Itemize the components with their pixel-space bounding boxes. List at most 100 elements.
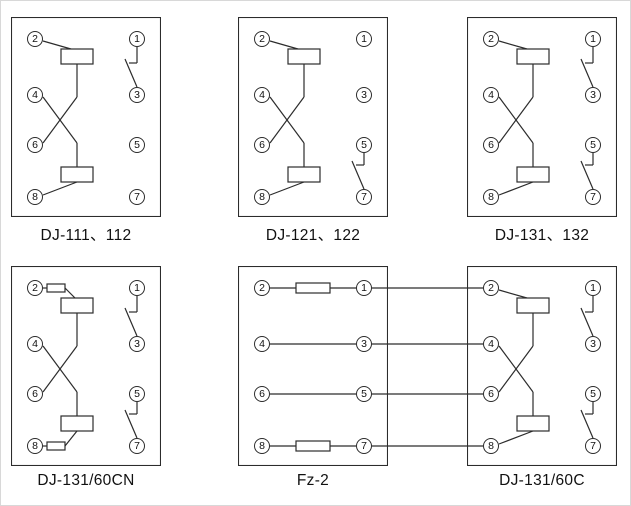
diagram-caption: DJ-131/60C	[499, 472, 585, 489]
resistor-rect	[295, 282, 331, 294]
terminal-6: 6	[27, 137, 43, 153]
terminal-2: 2	[483, 31, 499, 47]
diagram-fz-2: 2 4 6 8 1 3 5 7 Fz-2	[238, 266, 388, 498]
coil-rect	[516, 297, 550, 314]
no-contact-5-7	[124, 402, 138, 439]
resistor-rect	[46, 283, 66, 293]
terminal-8: 8	[254, 189, 270, 205]
diagram-caption: DJ-121、122	[265, 227, 361, 244]
diagram-dj-121-122: 2 4 6 8 1 3 5 7 DJ-121、122	[238, 17, 388, 249]
wiring-graphic	[467, 266, 617, 466]
relay-box	[467, 266, 617, 466]
terminal-5: 5	[356, 386, 372, 402]
terminal-1: 1	[585, 280, 601, 296]
terminal-5: 5	[129, 137, 145, 153]
terminal-5: 5	[585, 137, 601, 153]
coil-rect	[287, 166, 321, 183]
terminal-4: 4	[483, 87, 499, 103]
terminal-3: 3	[129, 336, 145, 352]
terminal-4: 4	[254, 87, 270, 103]
diagram-caption: DJ-131、132	[494, 227, 590, 244]
no-contact-1-3	[124, 47, 138, 88]
terminal-6: 6	[483, 386, 499, 402]
coil-circuit	[498, 40, 550, 196]
relay-box	[467, 17, 617, 217]
wiring-graphic	[238, 266, 388, 466]
terminal-4: 4	[254, 336, 270, 352]
terminal-7: 7	[129, 438, 145, 454]
relay-box	[11, 266, 161, 466]
terminal-2: 2	[483, 280, 499, 296]
terminal-1: 1	[585, 31, 601, 47]
wiring-graphic	[467, 17, 617, 217]
resistor-rect	[46, 441, 66, 451]
coil-rect	[60, 415, 94, 432]
terminal-7: 7	[356, 438, 372, 454]
wiring-graphic	[11, 17, 161, 217]
row-8-7-resistor	[270, 440, 356, 452]
terminal-7: 7	[585, 189, 601, 205]
terminal-3: 3	[585, 87, 601, 103]
coil-circuit-with-resistors	[42, 283, 94, 451]
terminal-7: 7	[129, 189, 145, 205]
coil-circuit	[498, 289, 550, 445]
no-contact-1-3	[124, 296, 138, 337]
diagram-dj-131-60cn: 2 4 6 8 1 3 5 7 DJ-131/60CN	[11, 266, 161, 498]
terminal-2: 2	[254, 280, 270, 296]
terminal-5: 5	[129, 386, 145, 402]
terminal-8: 8	[254, 438, 270, 454]
diagram-dj-131-60c: 2 4 6 8 1 3 5 7 DJ-131/60C	[467, 266, 617, 498]
terminal-8: 8	[483, 438, 499, 454]
terminal-8: 8	[27, 189, 43, 205]
terminal-1: 1	[129, 280, 145, 296]
diagram-caption: DJ-131/60CN	[37, 472, 135, 489]
fz2-to-dj-connection-wires	[372, 287, 483, 447]
coil-rect	[516, 48, 550, 65]
terminal-4: 4	[27, 87, 43, 103]
no-contact-5-7	[580, 402, 594, 439]
diagram-caption: DJ-111、112	[40, 227, 132, 244]
coil-rect	[60, 166, 94, 183]
enclosure-border	[238, 266, 388, 466]
terminal-1: 1	[129, 31, 145, 47]
resistor-rect	[295, 440, 331, 452]
wiring-graphic	[238, 17, 388, 217]
terminal-8: 8	[27, 438, 43, 454]
coil-circuit	[42, 40, 94, 196]
diagram-caption: Fz-2	[296, 472, 330, 489]
enclosure-border	[467, 266, 617, 466]
wiring-graphic	[11, 266, 161, 466]
coil-circuit	[269, 40, 321, 196]
enclosure-border	[238, 17, 388, 217]
no-contact-1-3	[580, 47, 594, 88]
flasher-box	[238, 266, 388, 466]
coil-rect	[287, 48, 321, 65]
terminal-3: 3	[356, 87, 372, 103]
enclosure-border	[11, 266, 161, 466]
diagram-dj-111-112: 2 4 6 8 1 3 5 7 DJ-111、112	[11, 17, 161, 249]
coil-rect	[60, 297, 94, 314]
terminal-6: 6	[254, 386, 270, 402]
terminal-4: 4	[483, 336, 499, 352]
enclosure-border	[11, 17, 161, 217]
terminal-8: 8	[483, 189, 499, 205]
terminal-3: 3	[585, 336, 601, 352]
terminal-7: 7	[356, 189, 372, 205]
coil-rect	[516, 415, 550, 432]
terminal-6: 6	[483, 137, 499, 153]
no-contact-1-3	[580, 296, 594, 337]
row-2-1-resistor	[270, 282, 356, 294]
coil-rect	[60, 48, 94, 65]
terminal-3: 3	[356, 336, 372, 352]
terminal-3: 3	[129, 87, 145, 103]
terminal-5: 5	[356, 137, 372, 153]
terminal-2: 2	[27, 280, 43, 296]
terminal-7: 7	[585, 438, 601, 454]
terminal-4: 4	[27, 336, 43, 352]
relay-box	[238, 17, 388, 217]
terminal-1: 1	[356, 280, 372, 296]
terminal-6: 6	[27, 386, 43, 402]
terminal-1: 1	[356, 31, 372, 47]
terminal-6: 6	[254, 137, 270, 153]
